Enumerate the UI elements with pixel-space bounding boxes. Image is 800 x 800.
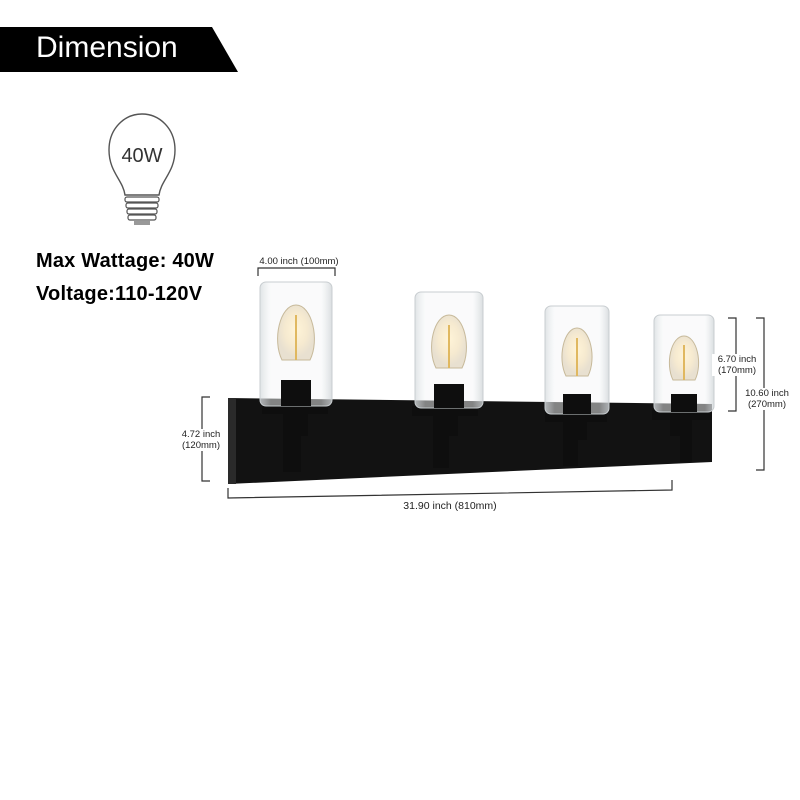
bulb-wattage-label: 40W — [121, 145, 162, 167]
shade-height-label: 6.70 inch (170mm) — [712, 354, 762, 376]
dimension-banner: Dimension — [0, 27, 238, 72]
light-1 — [259, 281, 333, 472]
total-height-inch: 10.60 inch — [745, 388, 789, 399]
voltage-text: Voltage:110-120V — [36, 283, 203, 305]
light-2 — [412, 291, 484, 468]
backplate-height-label: 4.72 inch (120mm) — [176, 429, 226, 451]
backplate-height-mm: (120mm) — [181, 440, 220, 451]
bulb-icon: 40W — [105, 110, 180, 240]
shade-height-inch: 6.70 inch — [717, 354, 757, 365]
max-wattage-text: Max Wattage: 40W — [36, 250, 215, 272]
light-4 — [652, 314, 715, 462]
total-width-label: 31.90 inch (810mm) — [403, 500, 497, 512]
shade-height-mm: (170mm) — [717, 365, 756, 376]
backplate-height-inch: 4.72 inch — [181, 429, 221, 440]
total-height-label: 10.60 inch (270mm) — [738, 388, 796, 410]
banner-title: Dimension — [36, 31, 178, 64]
shade-width-label: 4.00 inch (100mm) — [259, 256, 339, 267]
total-height-mm: (270mm) — [747, 399, 786, 410]
light-3 — [544, 305, 610, 466]
